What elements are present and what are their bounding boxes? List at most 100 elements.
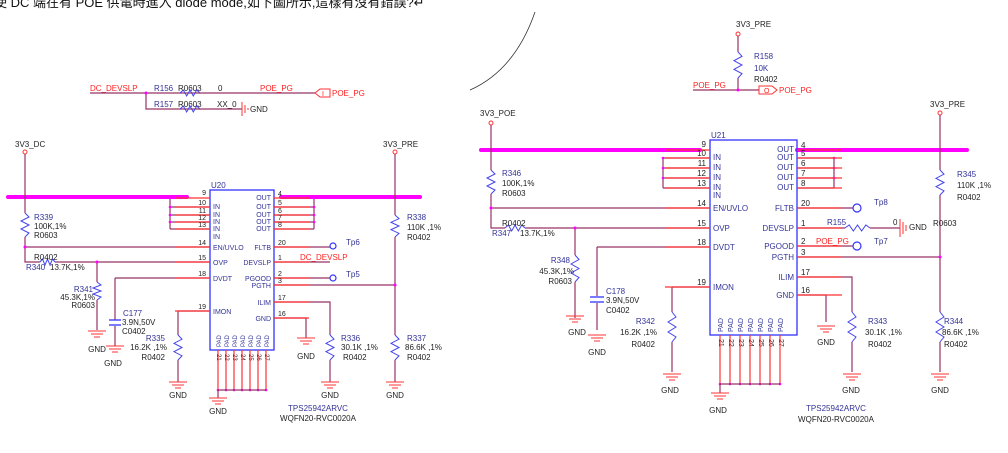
capacitor-c178 [590, 296, 604, 303]
resistor-r348 [569, 254, 581, 283]
pin-number: 16 [801, 286, 810, 295]
pad-label: PAD [778, 318, 785, 332]
gnd-label: GND [588, 348, 606, 357]
power-port-icon [22, 149, 28, 155]
resistor-r339 [19, 212, 31, 238]
port-icon [314, 88, 331, 98]
pin-number: 1 [278, 255, 282, 262]
net-label: DC_DEVSLP [300, 253, 348, 262]
ground-icon [321, 381, 339, 389]
r340-value: 13.7K,1% [50, 263, 85, 272]
power-label: 3V3_PRE [736, 20, 771, 29]
power-port-icon [937, 110, 943, 116]
ground-icon [169, 381, 187, 389]
pin-name: FLTB [775, 204, 794, 213]
ground-icon [817, 325, 835, 333]
r339-pkg: R0603 [34, 231, 58, 240]
gnd-label: GND [88, 345, 106, 354]
pad-label: PAD [728, 318, 735, 332]
pin-number: 5 [801, 149, 806, 158]
pin-number: 9 [702, 140, 707, 149]
resistor-r156 [179, 88, 201, 98]
pad-label: PAD [233, 334, 239, 347]
resistor-r155 [844, 224, 871, 232]
pin-number: 6 [278, 208, 282, 215]
power-label: 3V3_POE [480, 109, 516, 118]
pin-name: IN [213, 226, 220, 233]
test-point-icon [329, 242, 337, 250]
pad-label: PAD [217, 334, 223, 347]
net-label: POE_PG [693, 81, 726, 90]
resistor-r343 [847, 311, 857, 343]
pin-name: OUT [256, 219, 272, 226]
chip-ref: U20 [211, 181, 226, 190]
pin-number: 9 [202, 190, 206, 197]
left-schematic: DC_DEVSLP R156 R0603 0 R157 R0603 XX_0 G… [6, 84, 442, 423]
gnd-label: GND [909, 223, 927, 232]
pin-name: OUT [777, 153, 794, 162]
port-direction: O [764, 88, 770, 95]
pin-number: 10 [198, 200, 206, 207]
port-label: POE_PG [332, 89, 365, 98]
gnd-label: GND [321, 391, 339, 400]
chip-package: WQFN20-RVC0020A [280, 414, 357, 423]
annotation-arc [469, 11, 536, 91]
pin-number: 8 [801, 179, 806, 188]
r155-ref: R155 [827, 218, 847, 227]
resistor-r158 [732, 51, 744, 79]
pin-number: 18 [697, 238, 706, 247]
pin-name: OUT [256, 212, 272, 219]
r345-value: 110K ,1% [957, 181, 991, 190]
r155-pkg: R0603 [933, 219, 957, 228]
r347-pkg: R0402 [502, 219, 526, 228]
r339-ref: R339 [34, 213, 54, 222]
pin-number: 3 [278, 278, 282, 285]
port-label: POE_PG [779, 86, 812, 95]
power-port-icon [735, 31, 741, 37]
pad-label: PAD [758, 318, 765, 332]
power-port-icon [392, 149, 398, 155]
pin-name: IMON [713, 283, 734, 292]
gnd-label: GND [104, 359, 122, 368]
pad-label: PAD [738, 318, 745, 332]
r335-ref: R335 [146, 334, 166, 343]
pin-name: OUT [256, 204, 272, 211]
r336-value: 30.1K ,1% [341, 343, 378, 352]
r348-pkg: R0603 [548, 277, 572, 286]
pin-number: 5 [278, 200, 282, 207]
chip-ref: U21 [711, 131, 726, 140]
r340-pkg: R0402 [34, 253, 58, 262]
pin-name: OVP [713, 224, 730, 233]
pin-name: PGTH [252, 283, 271, 290]
pin-name: EN/UVLO [213, 245, 244, 252]
pad-label: PAD [748, 318, 755, 332]
pin-name: IMON [213, 309, 231, 316]
ground-icon [899, 219, 907, 237]
test-point-icon [852, 203, 862, 213]
chip-part: TPS25942ARVC [806, 404, 866, 413]
chip-package: WQFN20-RVC0020A [798, 415, 875, 424]
tp-label: Tp7 [874, 237, 888, 246]
pin-number: 2 [801, 237, 806, 246]
r155-value: 0 [893, 218, 898, 227]
pin-number: 10 [697, 149, 706, 158]
r343-value: 30.1K ,1% [865, 328, 902, 337]
pin-number: 11 [698, 159, 707, 168]
r345-pkg: R0402 [957, 193, 981, 202]
pin-name: OUT [256, 226, 272, 233]
r157-value: XX_0 [217, 100, 237, 109]
test-point-icon [852, 241, 862, 251]
pad-label: PAD [768, 318, 775, 332]
net-label: DC_DEVSLP [90, 84, 138, 93]
pin-name: OUT [777, 183, 794, 192]
gnd-label: GND [250, 105, 268, 114]
pin-number: 12 [697, 169, 706, 178]
pin-number: 15 [697, 219, 706, 228]
r342-value: 16.2K ,1% [620, 328, 657, 337]
power-label: 3V3_PRE [930, 100, 965, 109]
pin-number: 7 [801, 169, 806, 178]
right-schematic: 3V3_PRE R158 10K R0402 POE_PG O POE_PG 3… [479, 20, 991, 424]
ground-icon [566, 315, 584, 323]
